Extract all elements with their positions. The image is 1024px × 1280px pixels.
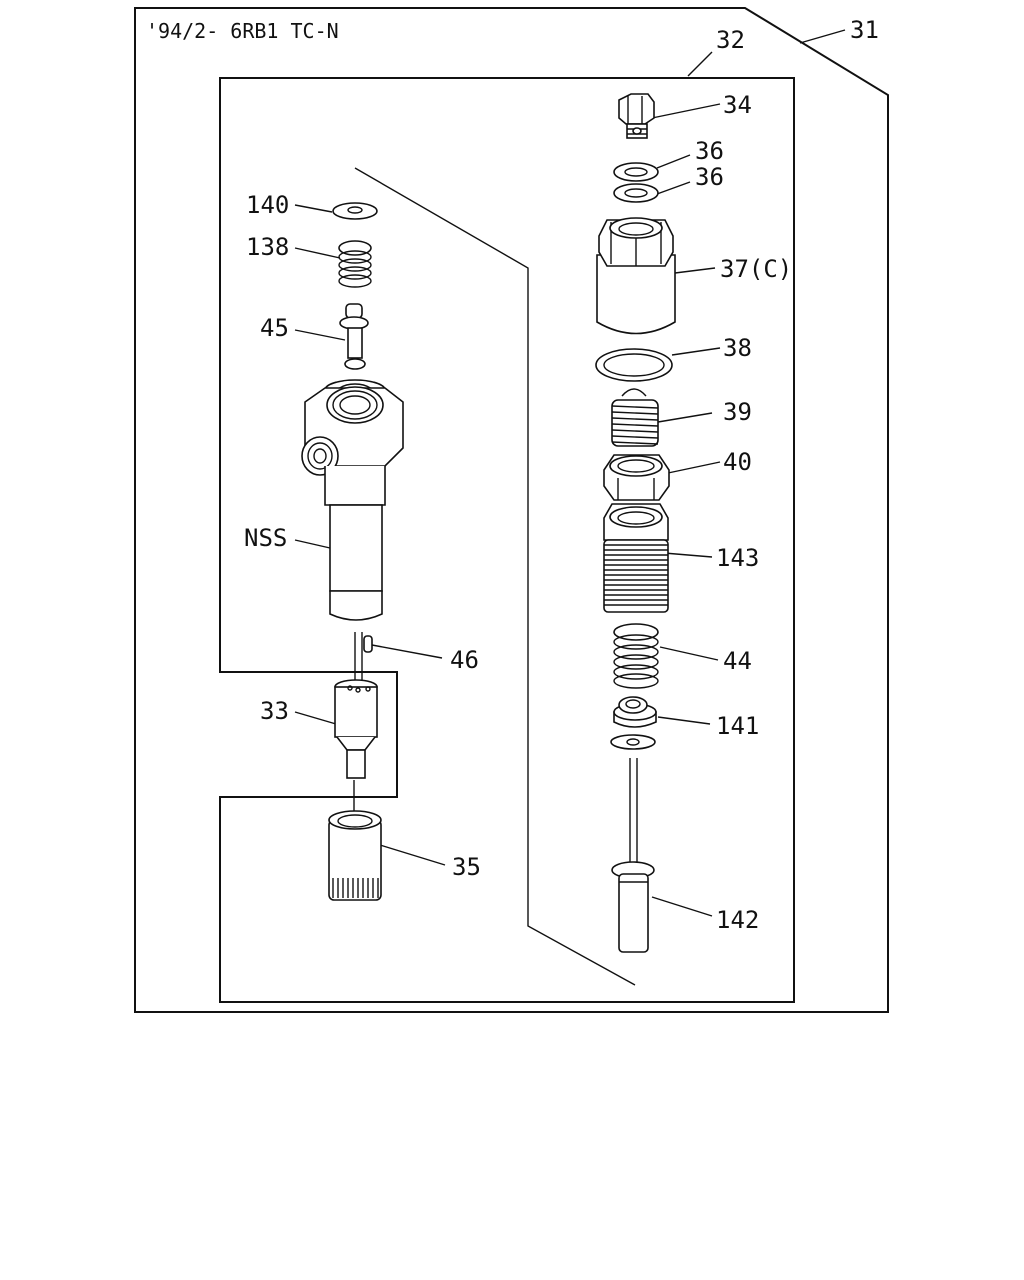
callout-35: 35 xyxy=(452,853,481,881)
part-143-threaded-sleeve xyxy=(603,503,669,613)
callout-46: 46 xyxy=(450,646,479,674)
assembly-guide-line xyxy=(354,167,636,986)
part-45-spindle xyxy=(339,303,369,370)
callout-38: 38 xyxy=(723,334,752,362)
part-142-push-rod xyxy=(611,758,655,953)
part-46-pin xyxy=(363,635,373,653)
part-138-spring xyxy=(338,240,372,288)
part-36-washer-top xyxy=(613,162,659,182)
callout-142: 142 xyxy=(716,906,759,934)
callout-45: 45 xyxy=(260,314,289,342)
callout-138: 138 xyxy=(246,233,289,261)
callout-40: 40 xyxy=(723,448,752,476)
callout-33: 33 xyxy=(260,697,289,725)
part-44-spring xyxy=(613,623,659,689)
inner-frame xyxy=(219,77,795,1003)
part-37-cap-nut xyxy=(596,217,676,335)
callout-39: 39 xyxy=(723,398,752,426)
part-141-spring-seat xyxy=(610,696,657,750)
part-34-bolt xyxy=(618,93,655,139)
callout-34: 34 xyxy=(723,91,752,119)
callout-140: 140 xyxy=(246,191,289,219)
header-model-code: '94/2- 6RB1 TC-N xyxy=(146,19,339,43)
callout-nss: NSS xyxy=(244,524,287,552)
callout-44: 44 xyxy=(723,647,752,675)
part-39-spring xyxy=(611,388,659,447)
outer-frame xyxy=(134,7,889,1013)
callout-36-bottom: 36 xyxy=(695,163,724,191)
callout-31: 31 xyxy=(850,16,879,44)
part-40-hex-nut xyxy=(603,454,670,501)
callout-32: 32 xyxy=(716,26,745,54)
callout-36-top: 36 xyxy=(695,137,724,165)
part-140-washer xyxy=(332,202,378,220)
part-33-nozzle xyxy=(334,679,378,779)
callout-37c: 37(C) xyxy=(720,255,792,283)
leader-lines xyxy=(294,29,846,917)
callout-143: 143 xyxy=(716,544,759,572)
part-nss-nozzle-holder xyxy=(301,379,404,621)
callout-141: 141 xyxy=(716,712,759,740)
part-35-retaining-nut xyxy=(328,810,382,901)
part-36-washer-bottom xyxy=(613,183,659,203)
